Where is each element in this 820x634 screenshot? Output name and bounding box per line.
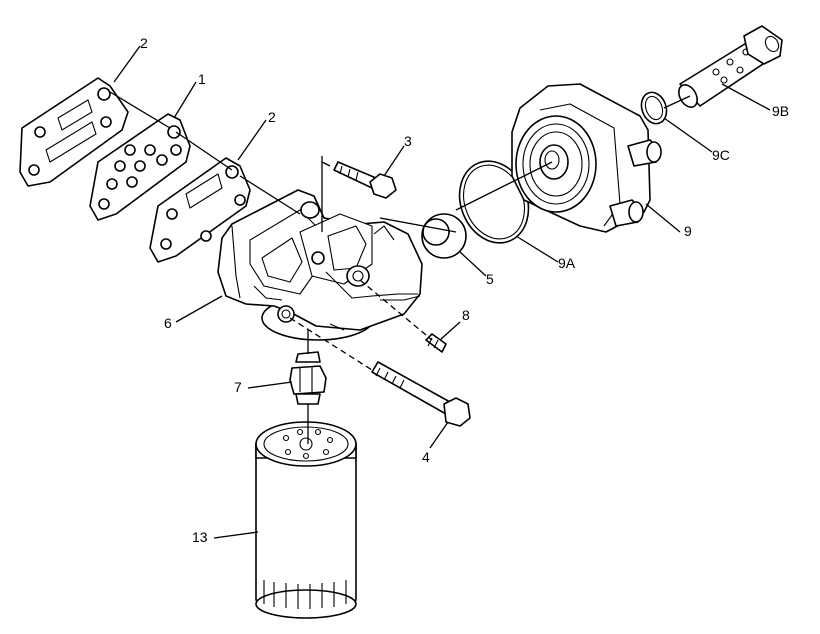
assembly-guide-lines xyxy=(109,91,691,444)
callout-13: 13 xyxy=(192,529,208,545)
callout-1: 1 xyxy=(198,71,206,87)
callout-7: 7 xyxy=(234,379,242,395)
valve-9b xyxy=(678,25,783,108)
callout-2-upper: 2 xyxy=(140,35,148,51)
filter-base-housing-6 xyxy=(217,189,423,341)
callout-9a: 9A xyxy=(558,255,576,271)
plate-1 xyxy=(89,113,191,221)
callout-6: 6 xyxy=(164,315,172,331)
gasket-2-lower xyxy=(149,157,251,263)
gasket-2-upper xyxy=(19,77,129,187)
seal-5 xyxy=(421,213,467,259)
callout-2-lower: 2 xyxy=(268,109,276,125)
oil-cooler-9 xyxy=(511,83,662,233)
callout-5: 5 xyxy=(486,271,494,287)
oil-filter-13 xyxy=(255,421,357,619)
bolt-4 xyxy=(371,361,471,427)
bolt-3 xyxy=(333,161,397,199)
callout-4: 4 xyxy=(422,449,430,465)
callout-9: 9 xyxy=(684,223,692,239)
callout-9b: 9B xyxy=(772,103,789,119)
callout-8: 8 xyxy=(462,307,470,323)
callout-leaders xyxy=(113,45,771,539)
ring-9c xyxy=(640,91,668,125)
callout-9c: 9C xyxy=(712,147,730,163)
callout-3: 3 xyxy=(404,133,412,149)
nipple-fitting-7 xyxy=(289,351,327,405)
